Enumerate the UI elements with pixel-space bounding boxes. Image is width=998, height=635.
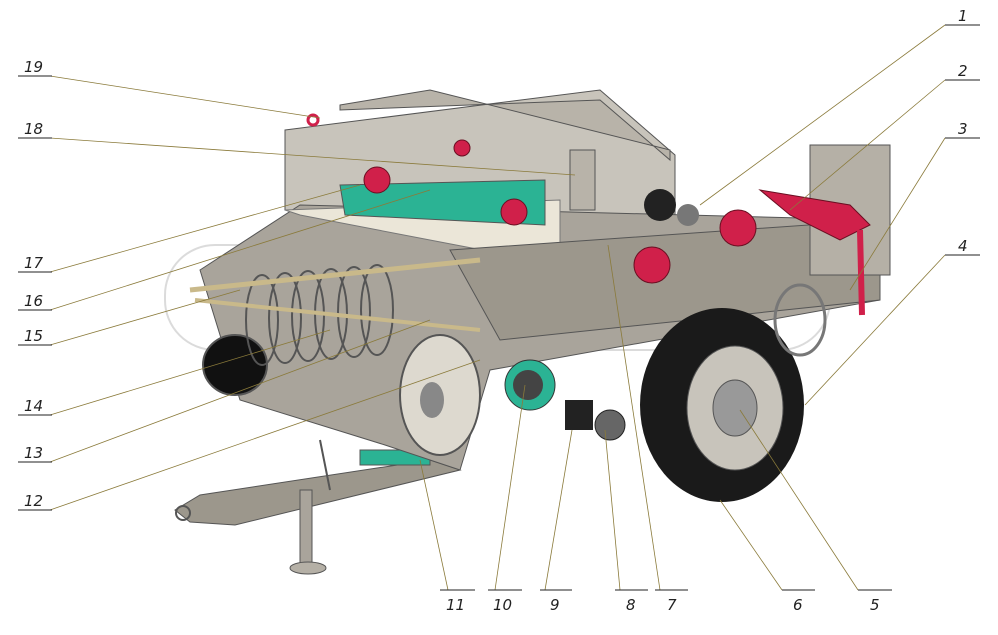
callout-1: 1 — [945, 7, 980, 26]
callout-label: 6 — [793, 596, 803, 614]
callout-13: 13 — [18, 444, 52, 463]
callout-label: 19 — [24, 58, 43, 76]
drawbar — [174, 439, 462, 575]
callout-label: 15 — [24, 327, 43, 345]
callout-17: 17 — [18, 254, 52, 273]
callout-label: 3 — [958, 120, 968, 138]
callout-label: 9 — [550, 596, 560, 614]
callout-4: 4 — [945, 237, 980, 256]
callout-label: 8 — [626, 596, 636, 614]
callout-label: 10 — [493, 596, 512, 614]
callout-label: 16 — [24, 292, 43, 310]
callout-label: 14 — [24, 397, 43, 415]
callout-12: 12 — [18, 492, 52, 511]
callout-labels: 1 2 3 4 5 6 7 8 9 10 11 12 13 14 15 16 1… — [18, 7, 980, 614]
callout-3: 3 — [945, 120, 980, 139]
leader-lines — [49, 24, 946, 591]
callout-19: 19 — [18, 58, 52, 77]
callout-8: 8 — [615, 589, 648, 614]
callout-14: 14 — [18, 397, 52, 416]
callout-6: 6 — [782, 589, 815, 614]
red-sprockets — [306, 113, 871, 316]
callout-2: 2 — [945, 62, 980, 81]
flywheel — [399, 334, 481, 456]
callout-7: 7 — [655, 589, 688, 614]
callout-5: 5 — [858, 589, 892, 614]
callout-label: 18 — [24, 120, 43, 138]
callout-16: 16 — [18, 292, 52, 311]
pickup-reel — [189, 257, 481, 396]
callout-label: 5 — [870, 596, 880, 614]
callout-label: 4 — [958, 237, 968, 255]
callout-11: 11 — [440, 589, 475, 614]
callout-label: 17 — [24, 254, 44, 272]
callout-18: 18 — [18, 120, 52, 139]
callout-label: 2 — [958, 62, 968, 80]
callout-10: 10 — [488, 589, 522, 614]
gearbox — [504, 149, 699, 441]
callout-label: 11 — [446, 596, 465, 614]
callout-label: 7 — [667, 596, 677, 614]
callout-label: 12 — [24, 492, 43, 510]
callout-9: 9 — [540, 589, 572, 614]
callout-label: 13 — [24, 444, 43, 462]
callout-label: 1 — [958, 7, 968, 25]
callout-15: 15 — [18, 327, 52, 346]
